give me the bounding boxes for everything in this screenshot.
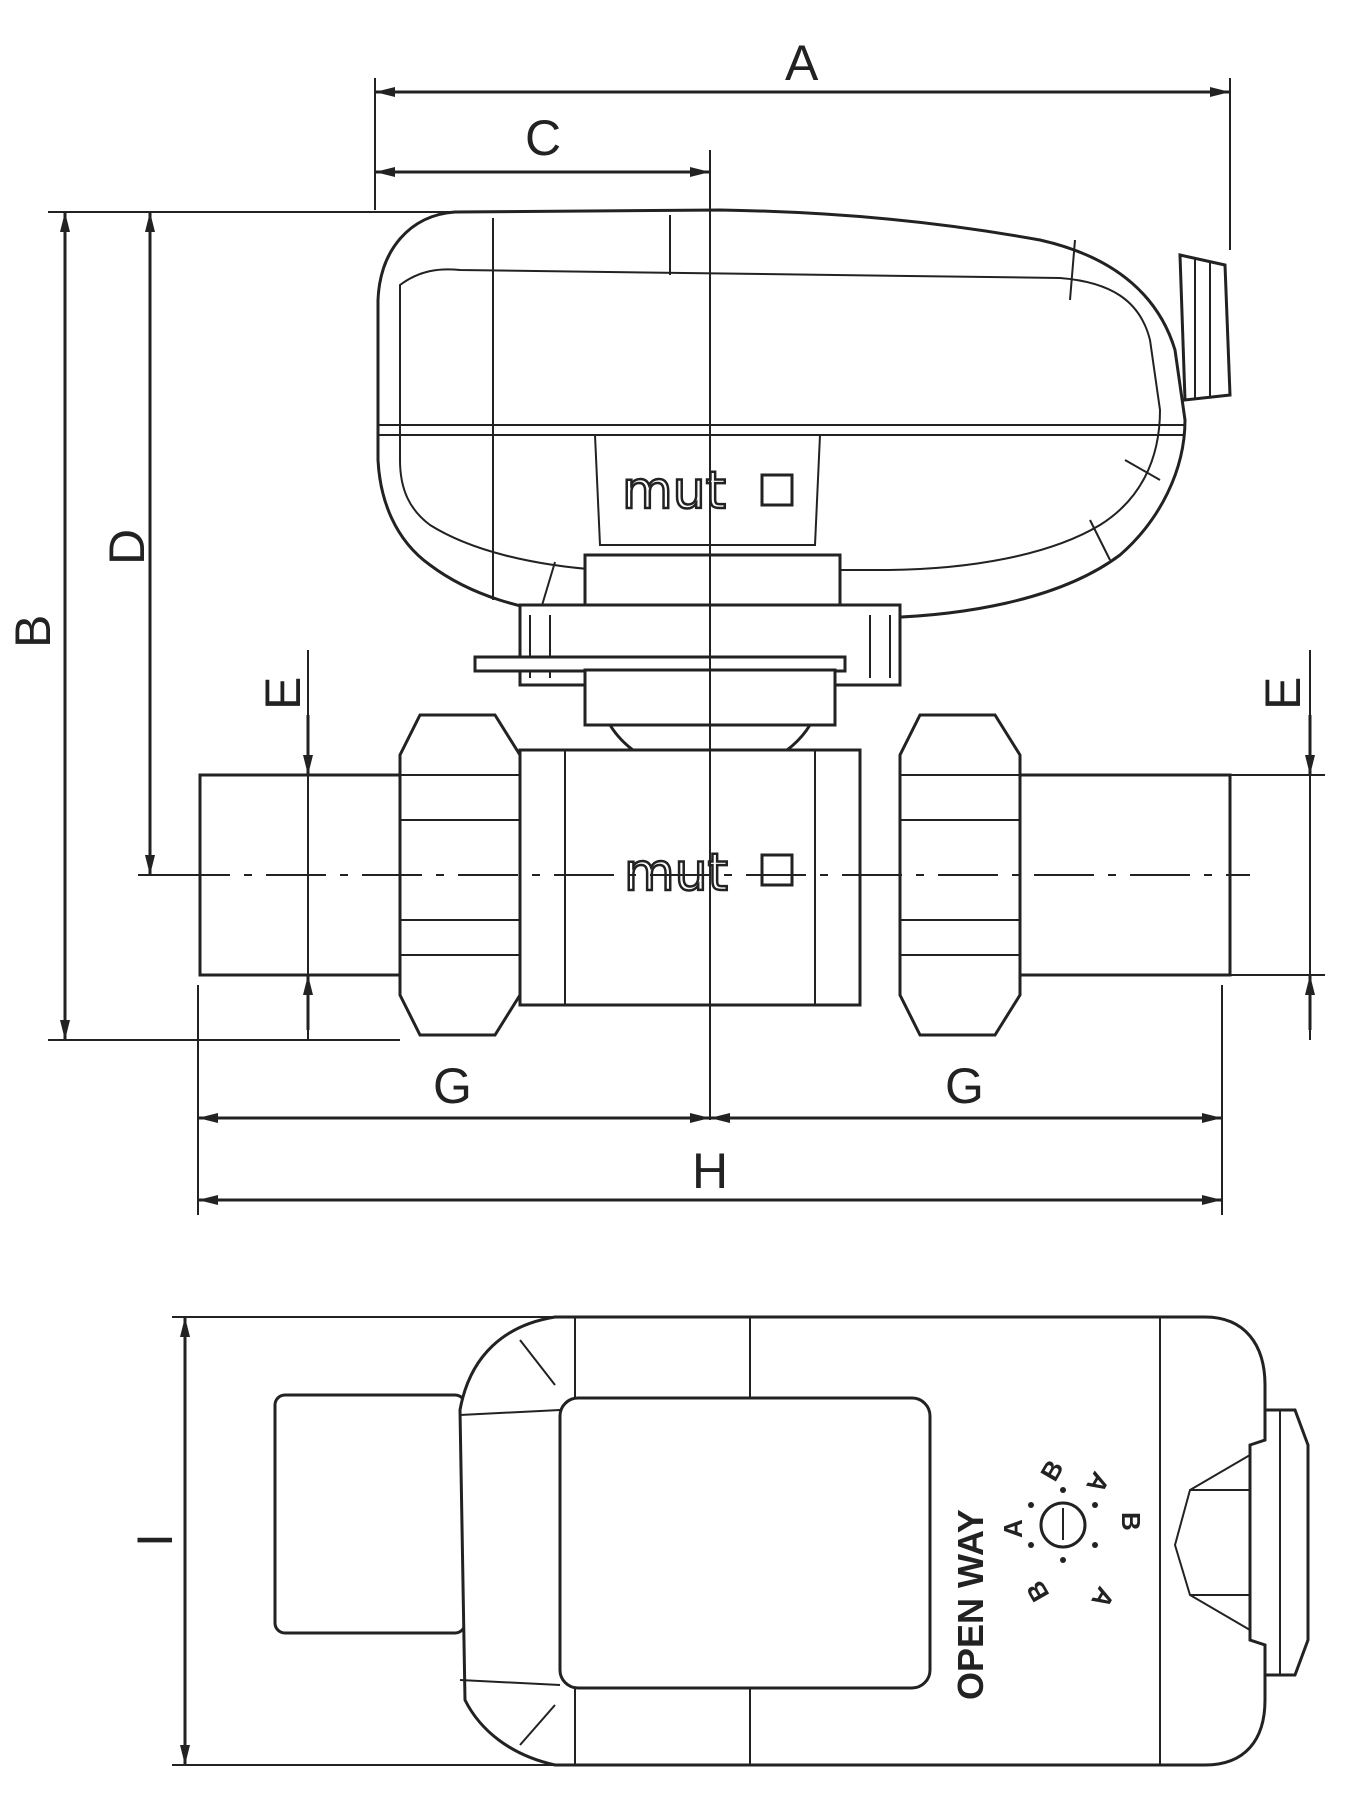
dimension-label-b: B <box>5 615 61 648</box>
dimension-a: A <box>374 35 1231 250</box>
dimension-b: B <box>5 211 455 1041</box>
top-display-window <box>558 1396 932 1690</box>
top-view: OPEN WAY A B A B A B I <box>127 1315 1310 1767</box>
valve-body: mut <box>198 713 1232 1037</box>
dimension-i: I <box>127 1316 555 1766</box>
dimension-e-right: E <box>1230 650 1325 1040</box>
dimension-label-g-right: G <box>945 1058 984 1114</box>
top-pipe-stub <box>273 1393 467 1635</box>
dial-label-4: B <box>1116 1512 1146 1531</box>
dimension-label-h: H <box>692 1143 728 1199</box>
open-way-label: OPEN WAY <box>950 1509 991 1700</box>
side-view: mut <box>5 35 1325 1215</box>
dimension-label-d: D <box>99 529 155 565</box>
dimension-e-left: E <box>255 650 313 1040</box>
valve-body-logo-square <box>760 853 794 887</box>
dimension-d: D <box>99 212 200 876</box>
dimension-label-e-right: E <box>1255 677 1311 710</box>
dimension-label-g-left: G <box>433 1058 472 1114</box>
dimension-label-e-left: E <box>255 677 311 710</box>
dimension-label-a: A <box>785 35 819 91</box>
valve-body-logo: mut <box>624 843 728 903</box>
dimension-label-i: I <box>127 1533 183 1547</box>
actuator-logo-square <box>760 473 794 507</box>
dimension-g: G G <box>197 985 1223 1215</box>
dial-label-1: A <box>998 1519 1028 1538</box>
dimension-c: C <box>375 110 710 177</box>
dimension-label-c: C <box>525 110 561 166</box>
dimension-h: H <box>198 1143 1222 1205</box>
